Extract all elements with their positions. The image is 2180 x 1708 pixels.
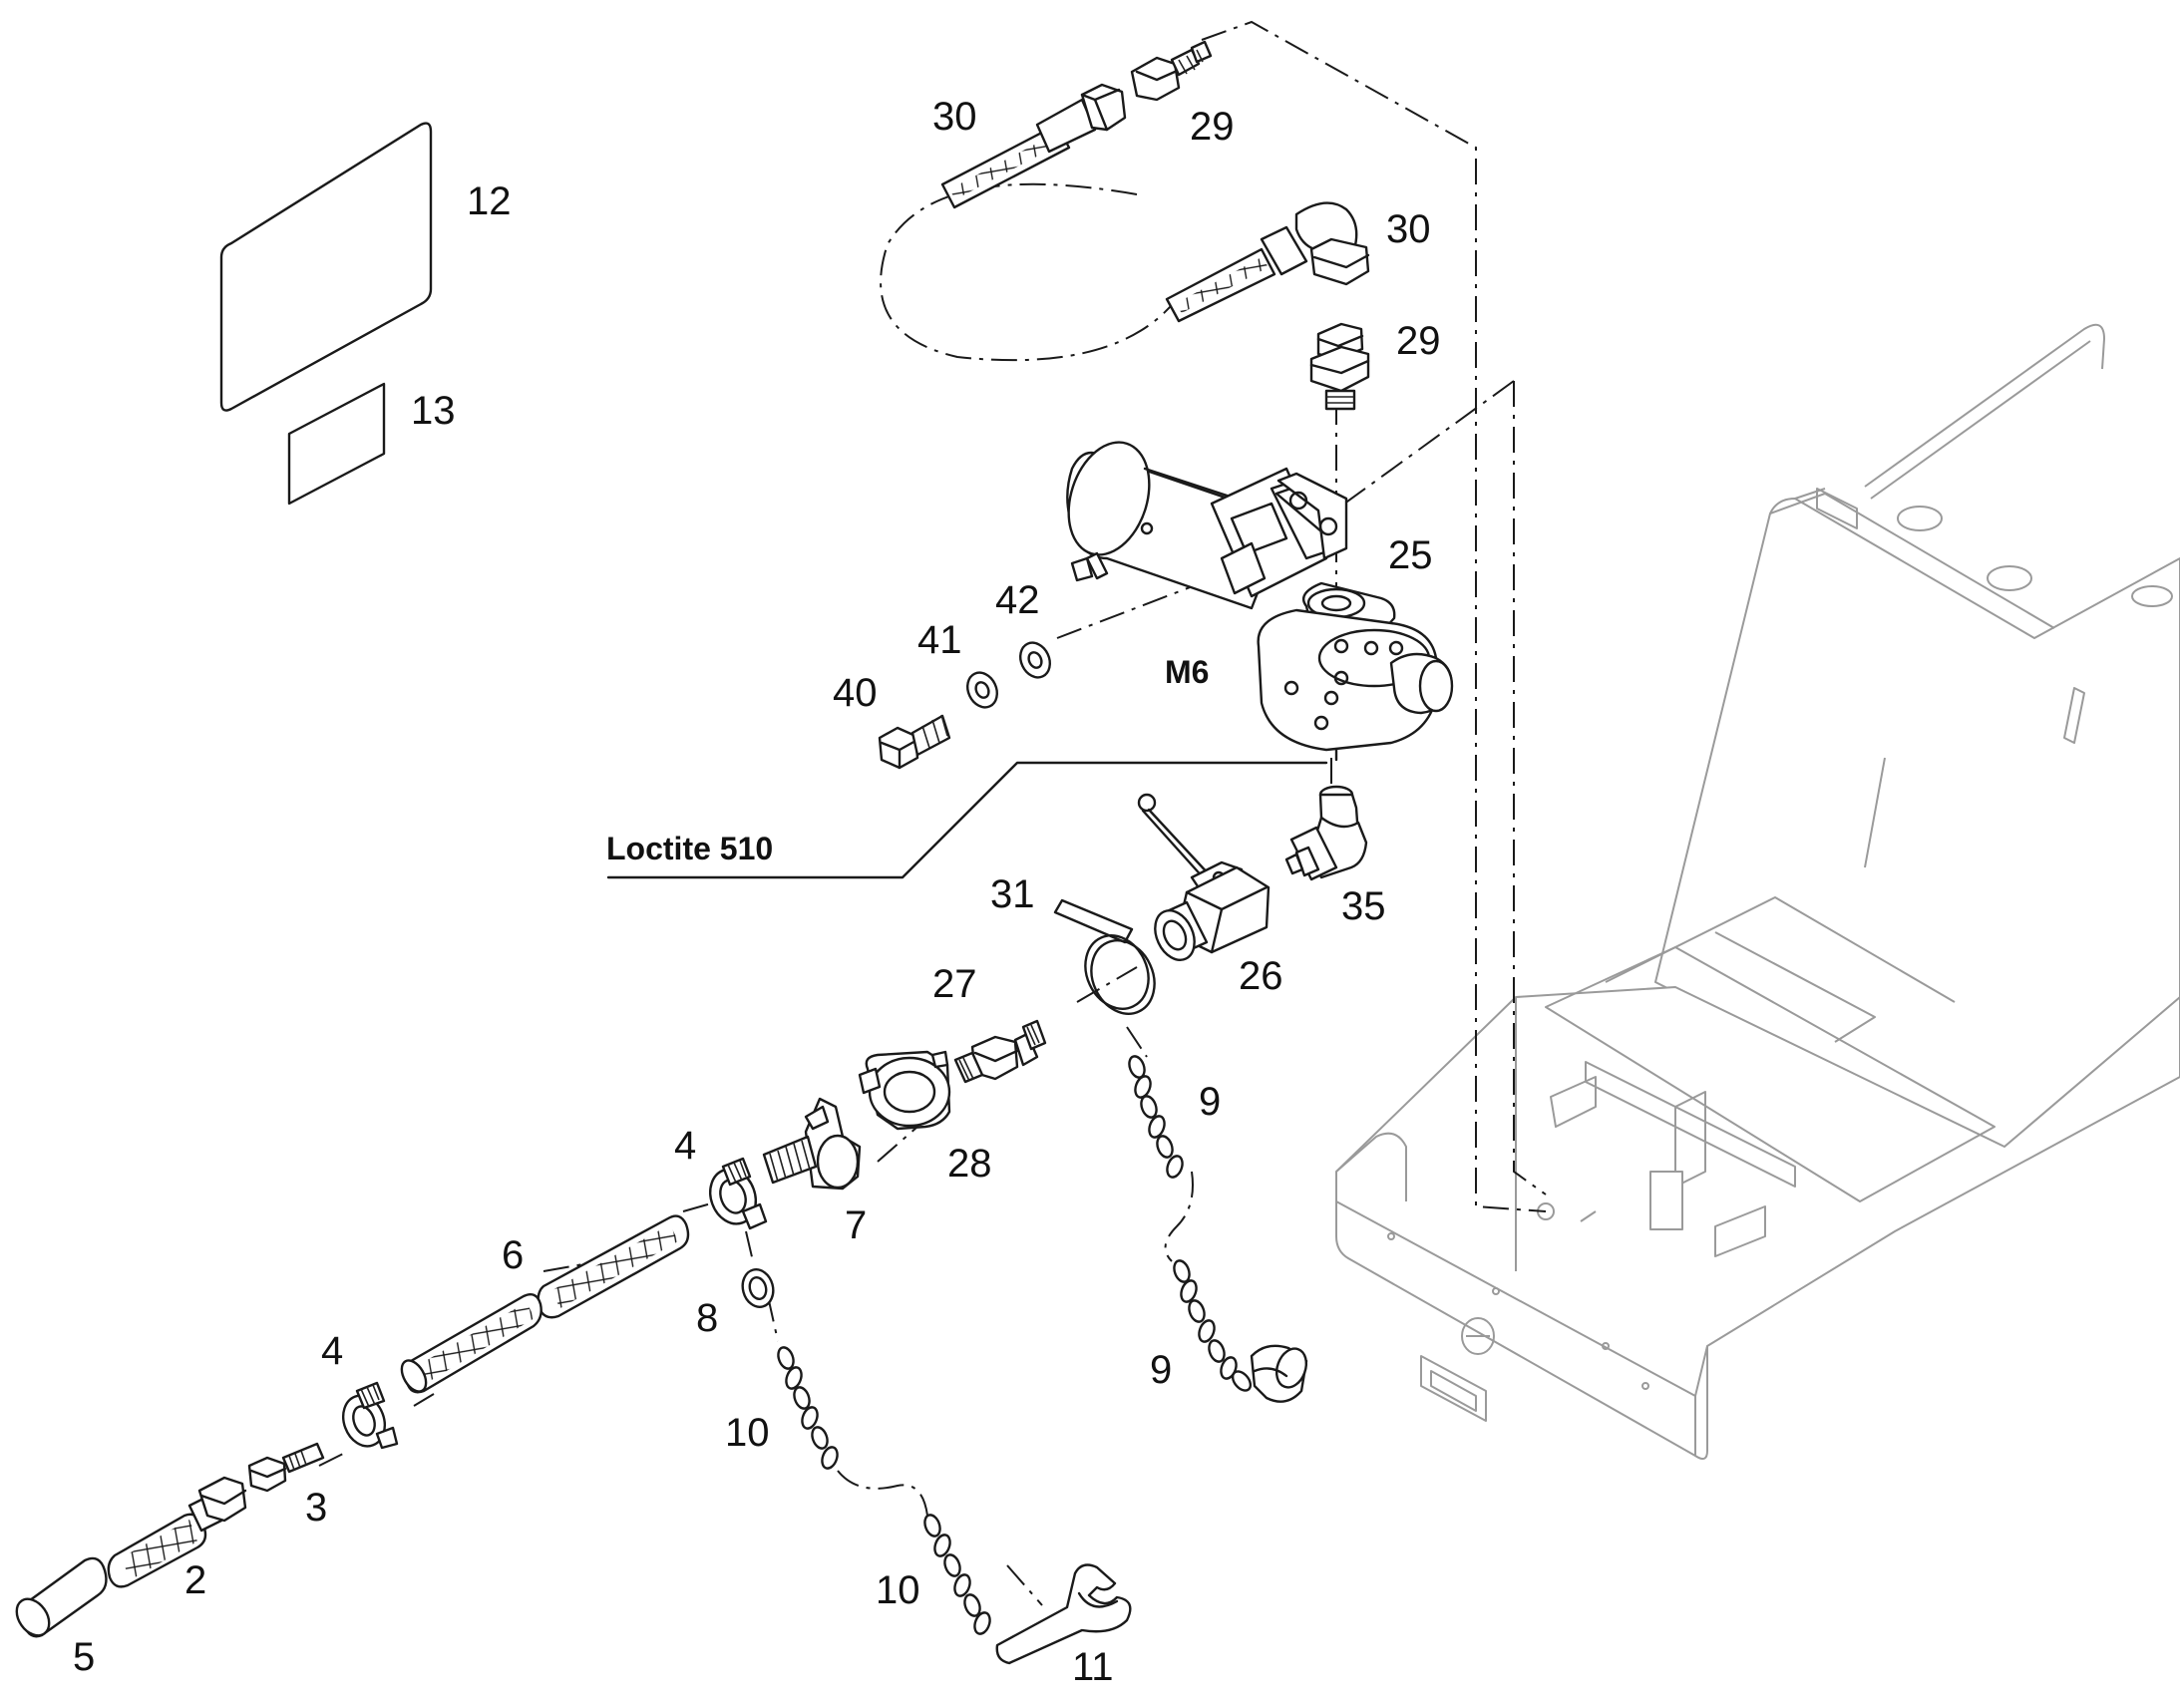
ball-valve-26 [1137,793,1271,961]
callout-30-elbow: 30 [1386,207,1431,251]
bolt-40 [878,714,951,770]
callout-13: 13 [411,389,456,433]
coupling-28 [858,1050,951,1131]
callout-35: 35 [1341,884,1386,928]
callout-7: 7 [845,1203,867,1247]
washer-42 [1019,641,1051,679]
thread-size-note: M6 [1165,654,1209,690]
machine-frame [1335,323,2180,1461]
clamp-4-lower [342,1381,399,1450]
washer-41 [966,671,998,709]
callout-40: 40 [833,671,878,715]
callout-42: 42 [995,578,1040,622]
callout-30-upper: 30 [932,95,977,139]
sealant-leader-line [606,761,1328,879]
callout-3: 3 [305,1486,327,1530]
nipple-29-upper [1130,40,1213,102]
nipple-29-lower [1309,322,1370,411]
cap-9 [1250,1344,1308,1403]
callout-26: 26 [1239,954,1283,998]
elbow-35 [1284,785,1368,881]
callout-4-lower: 4 [321,1329,343,1373]
pump-motor-25 [1066,441,1454,762]
callout-4-upper: 4 [674,1124,696,1168]
callout-41: 41 [917,618,962,662]
hose-30-upper [940,83,1127,209]
clamp-4-upper [709,1157,768,1230]
callout-9-upper: 9 [1199,1080,1221,1124]
callout-29-upper: 29 [1190,105,1235,149]
callout-10-upper: 10 [725,1411,770,1455]
wrench-11 [995,1563,1132,1665]
chain-9 [1128,1055,1253,1392]
callout-28: 28 [947,1142,992,1186]
washer-8 [741,1268,775,1308]
hose-30-elbow [1165,201,1370,323]
callout-29-lower: 29 [1396,319,1441,363]
callout-10-lower: 10 [876,1568,920,1612]
decal-12 [219,122,433,412]
callout-25: 25 [1388,533,1433,577]
decal-13 [287,382,386,506]
callout-8: 8 [696,1296,718,1340]
fitting-2 [107,1476,247,1588]
callout-6: 6 [502,1233,524,1277]
clamp-31 [1053,898,1156,1015]
coupling-7 [762,1097,862,1191]
hose-6 [400,1214,690,1394]
callout-2: 2 [184,1558,206,1602]
callout-labels: 30 29 12 30 29 13 25 42 41 M6 40 Loctite… [73,95,1441,1689]
sleeve-5 [15,1556,108,1638]
callout-12: 12 [467,179,512,223]
callout-27: 27 [932,962,977,1006]
chain-10 [777,1346,991,1635]
nipple-27 [953,1019,1047,1084]
sealant-note: Loctite 510 [606,831,773,866]
callout-9-lower: 9 [1150,1348,1172,1392]
callout-31: 31 [990,872,1035,916]
callout-11: 11 [1072,1645,1114,1689]
callout-5: 5 [73,1635,95,1679]
nipple-3 [247,1442,325,1493]
